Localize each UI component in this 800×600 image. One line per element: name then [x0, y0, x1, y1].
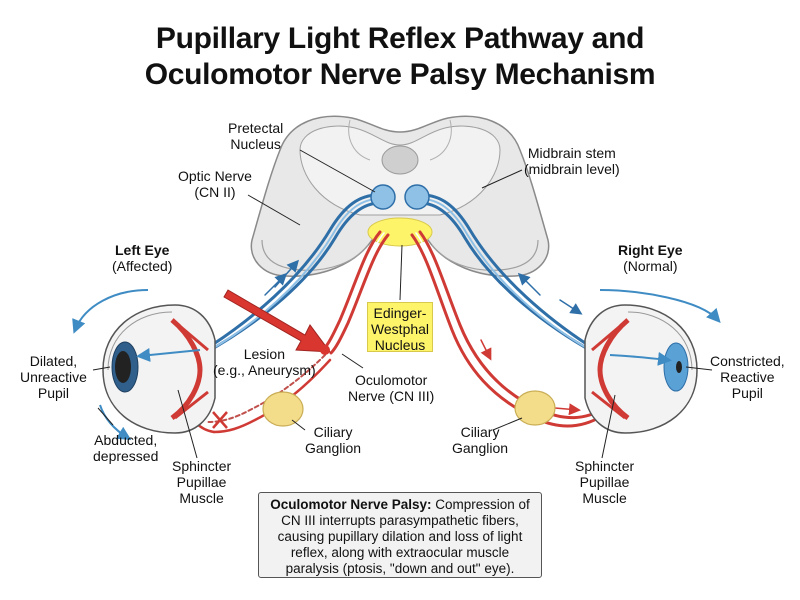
interruption-mark	[212, 411, 228, 429]
right-eye	[584, 304, 698, 434]
left-eye-subtitle: (Affected)	[112, 258, 173, 274]
note-heading: Oculomotor Nerve Palsy:	[270, 497, 432, 512]
right-eye-subtitle: (Normal)	[623, 258, 678, 274]
label-abducted: Abducted,depressed	[93, 432, 159, 464]
left-eye-motion-arrows	[72, 289, 201, 441]
optic-pathway	[203, 193, 597, 355]
leader-lines	[92, 149, 713, 459]
title-line-2: Oculomotor Nerve Palsy Mechanism	[144, 58, 656, 91]
label-lesion: Lesion(e.g., Aneurysm)	[213, 346, 316, 378]
right-eye-title: Right Eye	[618, 242, 683, 258]
left-eye-title: Left Eye	[114, 242, 170, 258]
note-text: Compression of CN III interrupts parasym…	[277, 497, 530, 576]
right-pupil-constricted	[676, 361, 682, 373]
pretectal-nucleus-right	[404, 184, 430, 210]
left-pupil-dilated	[115, 351, 131, 383]
lesion-arrow	[223, 289, 332, 355]
right-eye-motion-arrows	[599, 289, 721, 366]
ciliary-ganglion-right	[514, 390, 556, 426]
left-eye	[102, 304, 216, 434]
label-right-eye: Right Eye (Normal)	[618, 242, 683, 274]
label-optic-nerve: Optic Nerve(CN II)	[178, 168, 252, 200]
ciliary-ganglion-left	[262, 391, 304, 427]
explanation-note-box: Oculomotor Nerve Palsy: Compression of C…	[258, 492, 542, 578]
midbrain-section	[250, 115, 550, 277]
label-midbrain-stem: Midbrain stem(midbrain level)	[524, 145, 620, 177]
label-left-eye: Left Eye (Affected)	[112, 242, 172, 274]
title-line-1: Pupillary Light Reflex Pathway and	[155, 22, 645, 55]
pretectal-nucleus-left	[370, 184, 396, 210]
